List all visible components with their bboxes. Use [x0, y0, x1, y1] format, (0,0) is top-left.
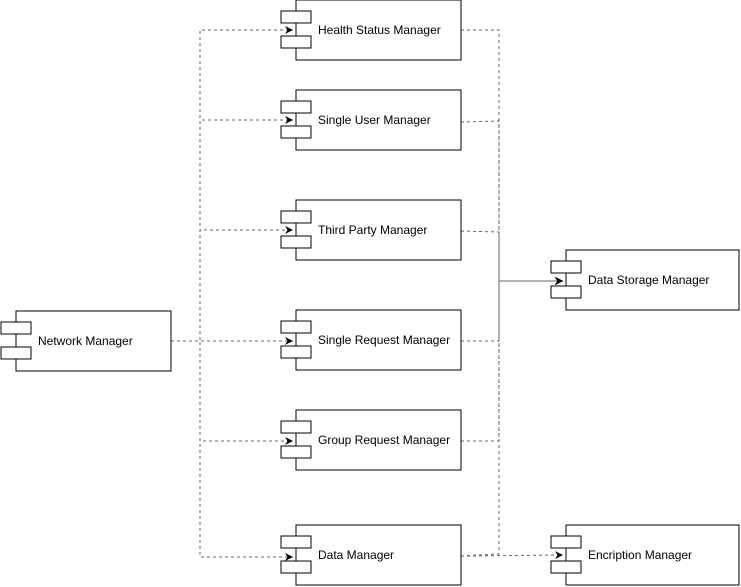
connector-third-party-to-storage — [460, 230, 563, 285]
component-encription-manager[interactable]: Encription Manager — [550, 524, 740, 586]
connector-data-manager-to-encription — [460, 551, 564, 560]
component-third-party-manager[interactable]: Third Party Manager — [280, 199, 462, 261]
connector-network-to-data-manager — [171, 340, 293, 561]
component-label: Health Status Manager — [318, 23, 441, 37]
connector-network-to-single-user — [171, 116, 293, 342]
component-label: Encription Manager — [588, 548, 692, 562]
component-group-request-manager[interactable]: Group Request Manager — [280, 409, 462, 471]
component-label: Single Request Manager — [318, 333, 450, 347]
connector-health-status-to-storage — [461, 29, 563, 285]
component-label: Data Manager — [318, 548, 394, 562]
connector-network-to-group-request — [171, 340, 293, 445]
component-data-storage-manager[interactable]: Data Storage Manager — [550, 249, 740, 311]
component-single-user-manager[interactable]: Single User Manager — [280, 89, 462, 151]
component-health-status-manager[interactable]: Health Status Manager — [280, 0, 462, 61]
connector-single-user-to-storage — [460, 120, 563, 285]
component-label: Single User Manager — [318, 113, 431, 127]
component-label: Third Party Manager — [318, 223, 427, 237]
connectors — [171, 26, 564, 561]
connector-network-to-third-party — [171, 226, 293, 342]
component-label: Data Storage Manager — [588, 273, 709, 287]
connector-single-request-to-storage — [461, 277, 563, 342]
component-label: Group Request Manager — [318, 433, 450, 447]
connector-network-to-health-status — [171, 26, 293, 342]
component-single-request-manager[interactable]: Single Request Manager — [280, 309, 462, 371]
connector-group-request-to-storage — [461, 277, 563, 442]
component-data-manager[interactable]: Data Manager — [280, 524, 462, 586]
component-network-manager[interactable]: Network Manager — [0, 310, 172, 372]
connector-data-manager-to-storage — [460, 277, 563, 557]
component-label: Network Manager — [38, 334, 133, 348]
